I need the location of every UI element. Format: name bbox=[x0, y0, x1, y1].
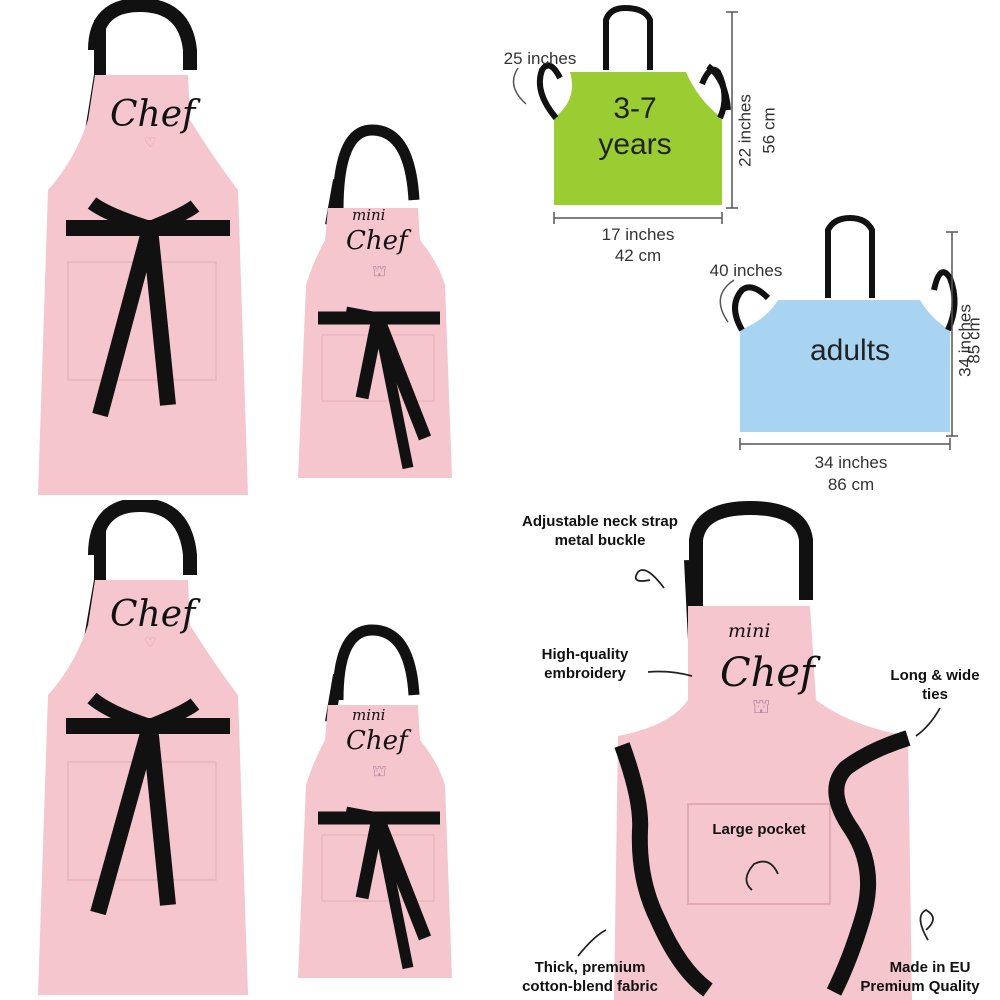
adults-strap-length: 40 inches bbox=[709, 261, 783, 280]
photo-panel-top: Chef ♡ mini Chef ⛫ bbox=[0, 0, 470, 500]
adult-apron-label: Chef bbox=[110, 94, 196, 135]
fabric-callout-line1: Thick, premium bbox=[534, 959, 646, 976]
feature-panel: mini Chef ⛫ Adjustable neck strap metal … bbox=[490, 500, 1000, 1000]
kids-height-in: 22 inches bbox=[735, 94, 755, 167]
kid-apron-feature bbox=[577, 500, 941, 1000]
apron-pair-illustration bbox=[38, 500, 452, 995]
cupcake-icon: ⛫ bbox=[372, 263, 387, 280]
ties-callout-line1: Long & wide bbox=[890, 667, 980, 684]
origin-callout-line2: Premium Quality bbox=[860, 978, 980, 995]
neck-strap-callout-line2: metal buckle bbox=[554, 532, 646, 549]
kid-apron-label-small: mini bbox=[352, 206, 386, 224]
adult-apron bbox=[38, 500, 248, 995]
adult-apron-label: Chef bbox=[110, 594, 196, 635]
kid-apron bbox=[298, 124, 452, 478]
embroidery-callout-line2: embroidery bbox=[544, 665, 626, 682]
neck-strap-callout-line1: Adjustable neck strap bbox=[522, 513, 678, 530]
ties-callout-line2: ties bbox=[922, 686, 948, 703]
adults-label: adults bbox=[809, 334, 891, 367]
apron-pair-illustration bbox=[38, 0, 452, 495]
kid-apron-label-big: Chef bbox=[346, 726, 408, 756]
origin-callout-line1: Made in EU bbox=[889, 959, 971, 976]
kid-apron-label-small: mini bbox=[352, 706, 386, 724]
embroidery-callout-line1: High-quality bbox=[541, 646, 629, 663]
adults-height-cm: 85 cm bbox=[964, 317, 984, 364]
photo-panel-bottom: Chef ♡ mini Chef ⛫ bbox=[0, 500, 470, 1000]
adults-width-cm: 86 cm bbox=[827, 475, 875, 494]
feature-apron-label-big: Chef bbox=[720, 650, 815, 696]
kid-apron bbox=[298, 624, 452, 978]
size-chart: 25 inches 3-7 years 22 inches 56 cm 17 i… bbox=[490, 0, 1000, 500]
kids-height-cm: 56 cm bbox=[759, 107, 779, 154]
adult-apron bbox=[38, 0, 248, 495]
kids-age-label-line2: years bbox=[598, 128, 672, 161]
feature-apron-label-small: mini bbox=[728, 620, 771, 642]
kids-age-label-line1: 3-7 bbox=[613, 92, 657, 125]
adults-width-in: 34 inches bbox=[814, 453, 888, 472]
pocket-callout: Large pocket bbox=[712, 821, 806, 838]
heart-icon: ♡ bbox=[144, 634, 157, 650]
kids-strap-length: 25 inches bbox=[503, 49, 577, 68]
fabric-callout-line2: cotton-blend fabric bbox=[522, 978, 658, 995]
adults-apron-diagram bbox=[719, 214, 958, 450]
kids-apron-diagram bbox=[512, 4, 738, 224]
heart-icon: ♡ bbox=[144, 134, 157, 150]
size-chart-drawing bbox=[512, 4, 958, 450]
kids-width-in: 17 inches bbox=[601, 225, 675, 244]
kid-apron-label-big: Chef bbox=[346, 226, 408, 256]
cupcake-icon: ⛫ bbox=[372, 763, 387, 780]
kids-width-cm: 42 cm bbox=[614, 246, 662, 265]
feature-apron-drawing bbox=[577, 500, 941, 1000]
cupcake-icon: ⛫ bbox=[752, 696, 771, 718]
